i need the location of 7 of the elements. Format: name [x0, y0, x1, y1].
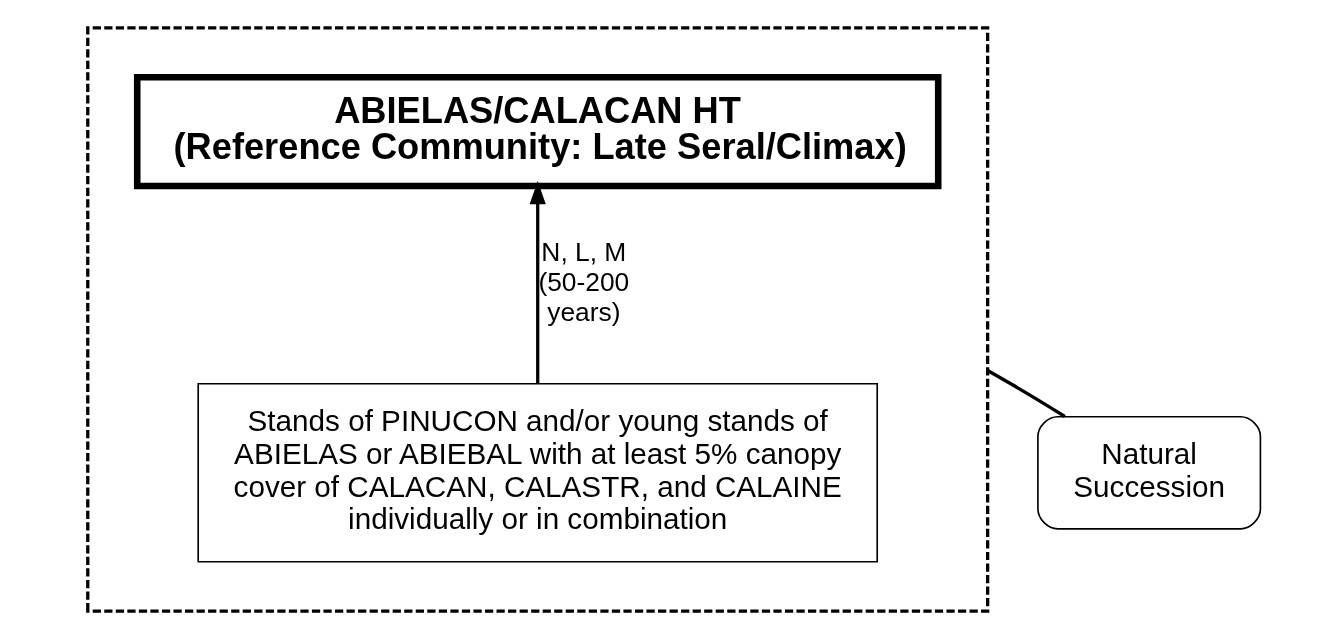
- edge-label: N, L, M (50-200 years): [537, 237, 629, 327]
- node-box: ABIELAS/CALACAN HT (Reference Community: Late Seral/Climax): [133, 73, 941, 190]
- cluster: [85, 26, 989, 613]
- node-box: Stands of PINUCON and/or young stands of ABIELAS or ABIEBAL with at least 5% canopy cover of CALACAN, CALASTR, and CALAINE individually or in combination: [196, 382, 878, 563]
- node-box: Natural Succession: [1036, 415, 1261, 530]
- arrow: [529, 181, 546, 384]
- connector: [986, 369, 1066, 418]
